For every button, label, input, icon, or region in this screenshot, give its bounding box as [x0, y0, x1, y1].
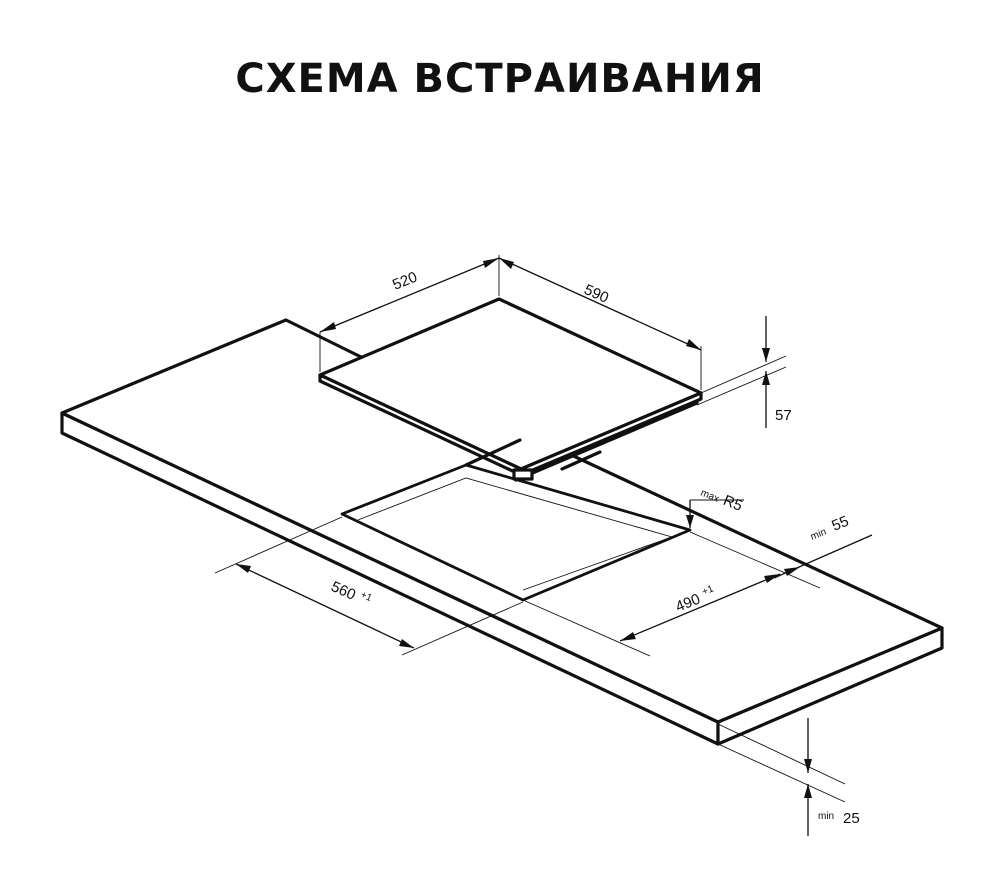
hob-leg-right — [560, 450, 602, 471]
cutout-inner-edge — [357, 477, 674, 591]
dimension-490 — [522, 531, 821, 657]
dimension-min-25 — [717, 718, 846, 836]
label-560: 560 +1 — [328, 578, 374, 604]
hob-front-foot — [512, 468, 534, 481]
hob-leg-left — [464, 438, 522, 467]
label-max-r5-prefix: max — [699, 488, 721, 505]
label-57: 57 — [775, 407, 792, 424]
label-min-25-value: 25 — [843, 810, 860, 827]
label-min-55-value: 55 — [829, 513, 851, 535]
dimension-590 — [498, 257, 702, 390]
label-min-55: min 55 — [809, 513, 851, 543]
dimension-57 — [696, 316, 787, 428]
label-490-tolerance: +1 — [701, 583, 716, 598]
dimension-520 — [319, 255, 500, 372]
cutout-opening — [340, 463, 692, 602]
dimension-560 — [214, 516, 524, 656]
label-min-55-prefix: min — [809, 527, 828, 543]
label-max-r5-value: R5 — [721, 492, 745, 515]
label-min-25-prefix: min — [818, 811, 834, 822]
page-title: СХЕМА ВСТРАИВАНИЯ — [235, 56, 765, 102]
hob — [318, 297, 703, 482]
label-min-25: min 25 — [818, 810, 860, 827]
label-590: 590 — [581, 281, 611, 307]
label-520: 520 — [390, 269, 420, 294]
dimension-max-r5 — [686, 499, 744, 528]
label-max-r5: max R5 — [699, 488, 745, 515]
cutout — [340, 463, 692, 602]
label-560-tolerance: +1 — [359, 589, 374, 604]
dimension-min-55 — [773, 534, 873, 579]
label-560-value: 560 — [328, 578, 358, 604]
